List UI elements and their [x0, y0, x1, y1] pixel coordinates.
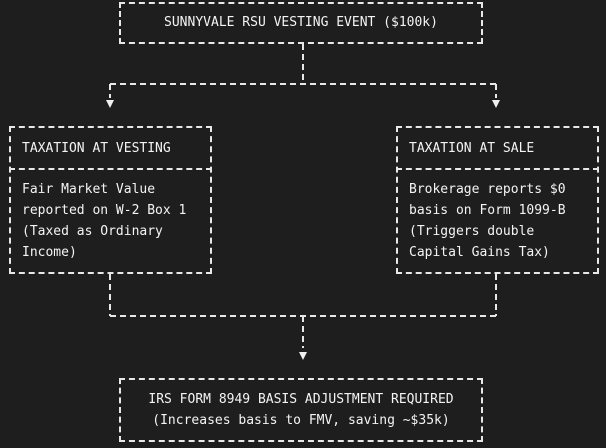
taxation-at-sale-header: TAXATION AT SALE: [409, 141, 535, 156]
taxation-at-vesting-line-2: reported on W-2 Box 1: [22, 203, 187, 218]
form-8949-subtitle: (Increases basis to FMV, saving ~$35k): [152, 413, 450, 428]
taxation-at-sale-line-4: Capital Gains Tax): [409, 245, 550, 260]
taxation-at-vesting-line-1: Fair Market Value: [22, 182, 156, 197]
arrow-left-icon: [106, 100, 114, 108]
vesting-event-box: [119, 2, 483, 44]
taxation-at-sale-line-1: Brokerage reports $0: [409, 182, 566, 197]
taxation-at-sale-line-3: (Triggers double: [409, 224, 535, 239]
taxation-at-vesting-header: TAXATION AT VESTING: [22, 141, 171, 156]
taxation-at-vesting-divider: [9, 168, 212, 170]
taxation-at-vesting-box: [9, 126, 212, 274]
taxation-at-vesting-line-3: (Taxed as Ordinary: [22, 224, 163, 239]
taxation-at-vesting-line-4: Income): [22, 245, 77, 260]
arrow-bottom-icon: [299, 352, 307, 360]
taxation-at-sale-line-2: basis on Form 1099-B: [409, 203, 566, 218]
vesting-event-title: SUNNYVALE RSU VESTING EVENT ($100k): [164, 15, 438, 30]
form-8949-title: IRS FORM 8949 BASIS ADJUSTMENT REQUIRED: [148, 392, 454, 407]
taxation-at-sale-divider: [396, 168, 599, 170]
form-8949-box: [119, 378, 483, 442]
arrow-right-icon: [492, 100, 500, 108]
taxation-at-sale-box: [396, 126, 599, 274]
